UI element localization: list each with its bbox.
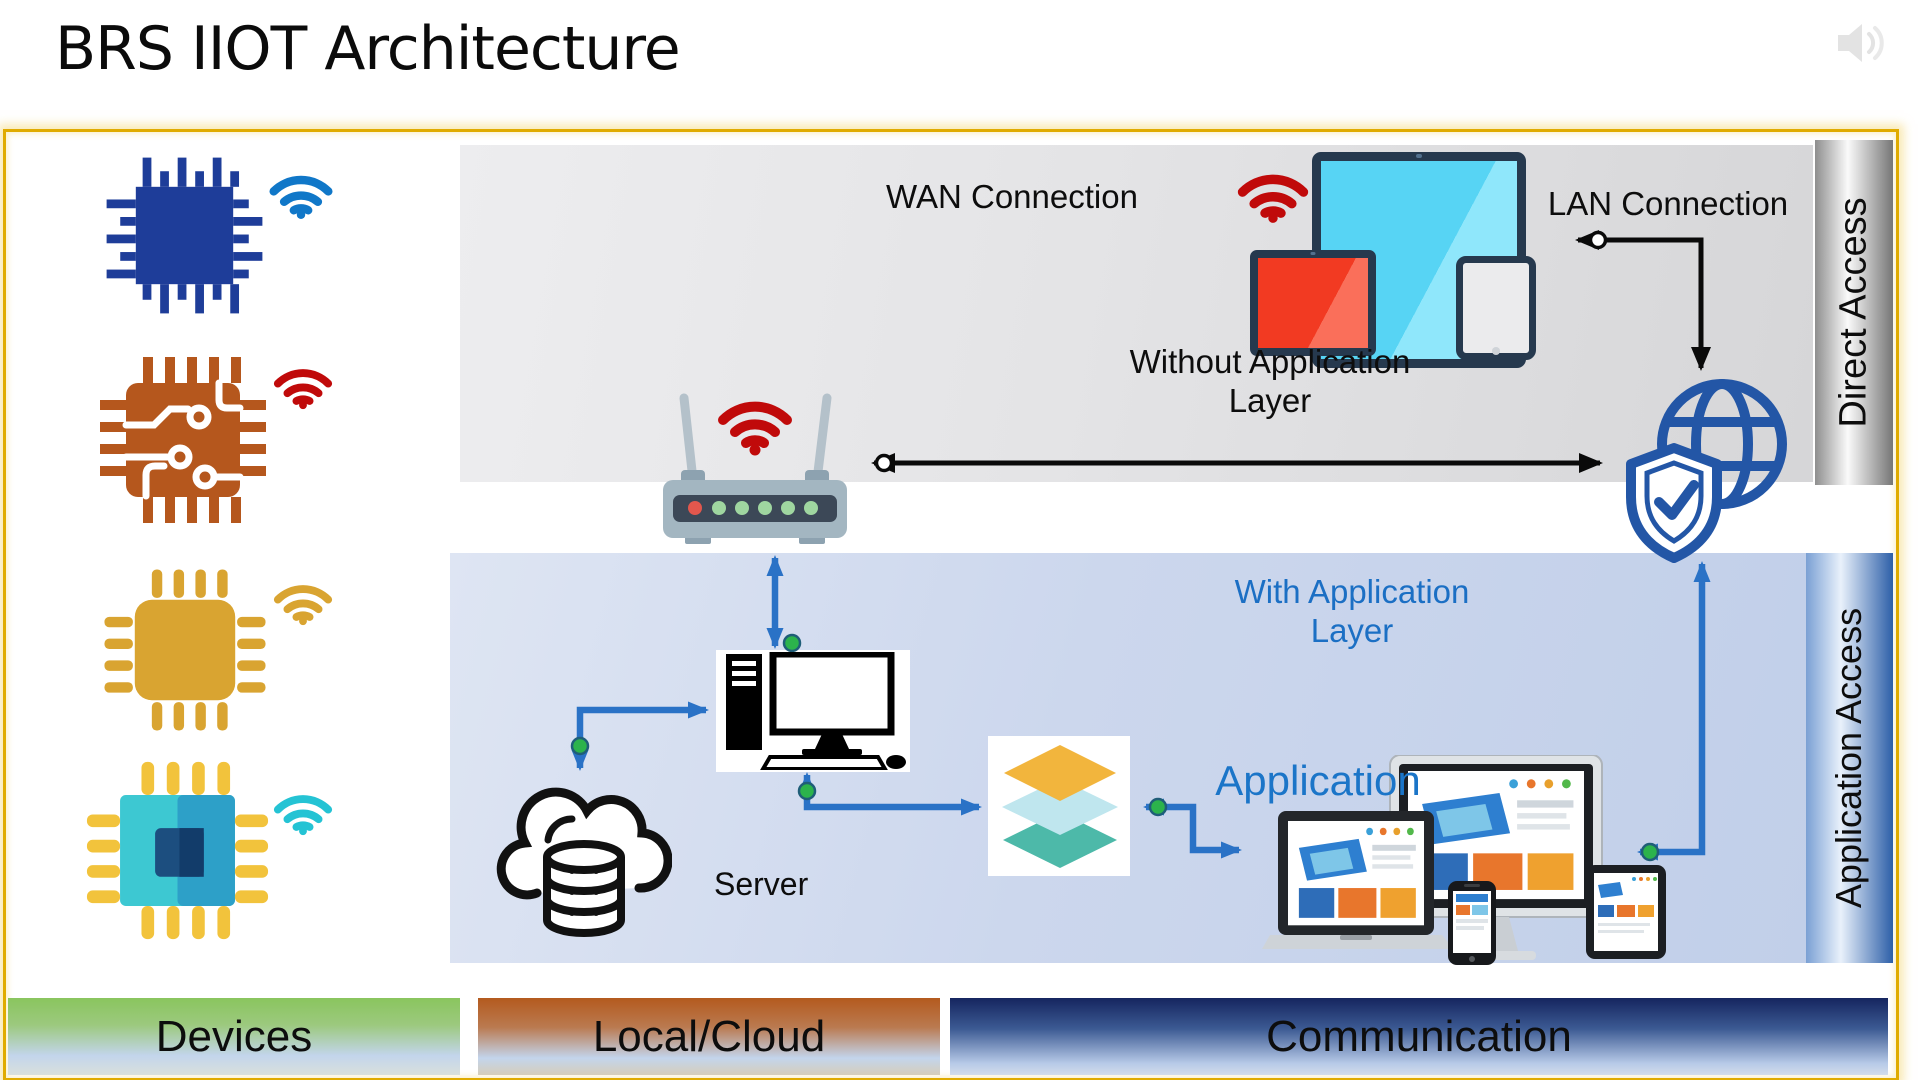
wifi-red-icon — [273, 369, 333, 410]
application-access-label: Application Access — [1828, 607, 1870, 909]
lan-connection-label: LAN Connection — [1547, 185, 1789, 222]
wifi-gold-icon — [273, 585, 333, 626]
wifi-cyan-icon — [273, 795, 333, 836]
without-application-layer-label: Without Application Layer — [1129, 343, 1411, 419]
footer-bar-local-cloud-label: Local/Cloud — [592, 1011, 826, 1061]
wifi-router-icon — [663, 393, 847, 544]
direct-access-label: Direct Access — [1832, 197, 1875, 428]
with-application-layer-label: With Application Layer — [1234, 573, 1470, 649]
application-access-bar: Application Access — [1806, 553, 1893, 963]
application-label: Application — [1215, 757, 1421, 804]
application-layers-icon — [1002, 745, 1118, 868]
footer-bar-devices: Devices — [8, 998, 460, 1075]
chip-circuit-orange-icon — [100, 357, 266, 523]
chip-gold-icon — [104, 569, 266, 731]
tablet-red-icon — [1250, 250, 1376, 356]
chip-teal-icon — [86, 761, 269, 940]
wan-connection-label: WAN Connection — [886, 178, 1138, 215]
page-title: BRS IIOT Architecture — [55, 14, 681, 84]
server-pc-icon — [726, 652, 906, 770]
direct-access-bar: Direct Access — [1815, 140, 1893, 485]
wifi-blue-icon — [269, 175, 333, 220]
cloud-database-icon — [496, 787, 672, 937]
responsive-devices-icon — [1262, 755, 1666, 965]
footer-bar-communication-label: Communication — [1266, 1011, 1572, 1061]
server-label: Server — [714, 866, 809, 902]
tablet-gray-icon — [1456, 256, 1536, 360]
wifi-wan-red-icon — [1237, 174, 1309, 223]
chip-blue-icon — [106, 157, 263, 314]
secure-globe-icon — [1626, 379, 1787, 563]
speaker-icon[interactable] — [1836, 20, 1892, 66]
footer-bar-communication: Communication — [950, 998, 1888, 1075]
footer-bar-devices-label: Devices — [155, 1011, 313, 1061]
footer-bar-local-cloud: Local/Cloud — [478, 998, 940, 1075]
